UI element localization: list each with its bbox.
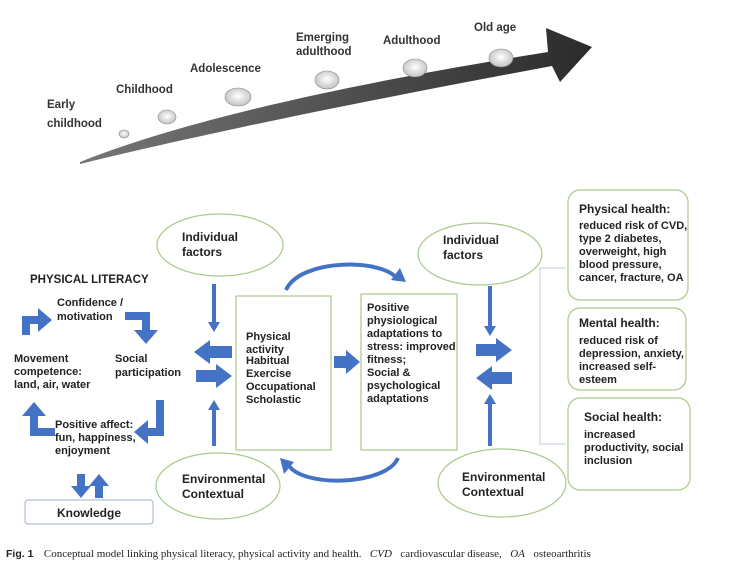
knowledge-label: Knowledge [57,506,121,520]
feedback-arrows [280,262,406,483]
physical-health-heading: Physical health: [579,202,670,216]
stage-label-adolescence: Adolescence [190,63,261,75]
arrow-individual-to-activity [208,284,220,332]
social-health-heading: Social health: [584,410,662,424]
stage-label-old-age: Old age [474,22,516,34]
arrow-activity-to-literacy [194,340,232,364]
arrow-environment-to-health [484,394,496,446]
environmental-oval-right [437,448,567,518]
individual-factors-oval-left [156,213,284,277]
physical-literacy-cycle: PHYSICAL LITERACY Confidence /motivation… [14,274,181,525]
stage-marker-old-age [488,48,514,68]
feedback-arc-top [284,262,400,291]
caption-def-oa: osteoarthritis [533,548,590,560]
caption-abbr-cvd: CVD [370,548,392,560]
physical-health-details: reduced risk of CVD, type 2 diabetes, ov… [579,220,690,284]
arrow-activity-to-adaptation [334,350,360,374]
cycle-arrow-bottom-right [134,400,164,444]
cycle-arrow-top-right [125,312,158,344]
physical-activity-text: Physical activity Habitual Exercise Occu… [246,331,319,406]
figure-caption: Fig. 1 Conceptual model linking physical… [6,544,591,561]
positive-affect-label: Positive affect:fun, happiness,enjoyment [55,419,136,457]
stage-marker-childhood [157,109,177,125]
knowledge-up-arrow [89,474,109,498]
mental-health-details: reduced risk of depression, anxiety, inc… [579,335,687,386]
health-bracket [539,267,566,445]
stage-label-adulthood: Adulthood [383,35,440,47]
physical-health-box [567,189,689,301]
mental-health-box [567,307,687,391]
social-health-details: increased productivity, social inclusion [584,429,687,467]
arrow-health-to-adaptation [476,366,512,390]
arrow-literacy-to-activity [196,364,232,388]
knowledge-box [24,499,154,525]
feedback-arc-top-head [391,268,406,282]
feedback-arc-bottom [286,456,400,483]
mental-health-heading: Mental health: [579,316,660,330]
caption-figure-number: Fig. 1 [6,548,34,560]
arrow-individual-to-health [484,286,496,336]
stage-marker-early-childhood [118,129,130,139]
feedback-arc-bottom-head [280,458,294,474]
physical-activity-box [235,295,332,451]
timeline-arrow [80,28,592,164]
adaptation-box [360,293,458,451]
health-outcomes: Physical health: reduced risk of CVD, ty… [567,189,691,491]
arrow-environment-to-activity [208,400,220,446]
caption-def-cvd: cardiovascular disease, [400,548,502,560]
confidence-motivation-label: Confidence /motivation [57,297,123,323]
physical-literacy-title: PHYSICAL LITERACY [30,274,149,286]
stage-marker-adulthood [402,58,428,78]
individual-factors-oval-right [417,222,543,286]
stage-marker-adolescence [224,87,252,107]
knowledge-down-arrow [71,474,91,498]
stage-label-childhood: Childhood [116,84,173,96]
adaptation-text: Positive physiological adaptations to st… [367,302,459,405]
cycle-arrow-top-left [22,308,52,335]
arrow-adaptation-to-health [476,338,512,362]
caption-abbr-oa: OA [510,548,525,560]
caption-text: Fig. 1 Conceptual model linking physical… [6,544,591,561]
cycle-arrow-bottom-left [22,402,55,436]
adaptation-section: Positive physiological adaptations to st… [360,222,567,518]
environmental-oval-left [155,452,281,520]
stage-marker-emerging-adulthood [314,70,340,90]
social-health-box [567,397,691,491]
caption-description: Conceptual model linking physical litera… [44,548,362,560]
